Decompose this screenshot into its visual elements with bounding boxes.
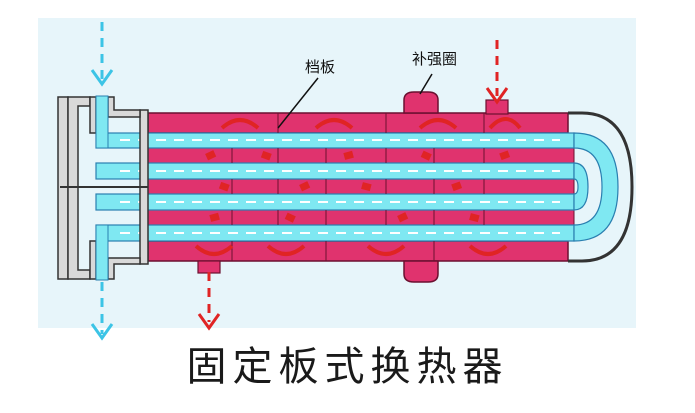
shell-flow-marks: [205, 150, 511, 223]
outlet-fluid: [95, 224, 109, 281]
u-bend-inner: [573, 162, 589, 211]
shell: [147, 91, 575, 283]
shell-flow-swirls: [194, 117, 522, 256]
baffle-label: 档板: [305, 58, 335, 76]
head-outer: [568, 111, 634, 263]
inlet-fluid: [95, 95, 109, 149]
tube-flow-dashes: [120, 139, 560, 234]
baffle-leader: [277, 77, 319, 129]
reinforcing-ring-bottom: [403, 260, 439, 283]
shell-top-wall: [147, 112, 569, 134]
u-bend-fluid: [573, 132, 619, 242]
shell-nozzle-bottom: [197, 260, 221, 274]
reinforcing-ring-top: [403, 91, 439, 114]
tube-bank-row: [147, 178, 575, 195]
baffle-lines: [231, 113, 485, 261]
shell-inlet-arrow-icon: [485, 40, 509, 105]
shell-bottom-wall: [147, 240, 569, 262]
tube-outlet-arrow-icon: [90, 282, 114, 341]
reinforcing-ring-label: 补强圈: [412, 50, 457, 68]
u-bend-head: [568, 111, 634, 263]
tube-inlet-arrow-icon: [90, 22, 114, 87]
inlet-nozzle: [89, 96, 97, 134]
shell-outlet-arrow-icon: [197, 272, 221, 331]
tube-passes: [95, 132, 575, 242]
reinforcing-ring-leader: [419, 73, 433, 95]
outlet-nozzle: [89, 240, 97, 280]
diagram-title: 固定板式换热器: [186, 344, 509, 390]
